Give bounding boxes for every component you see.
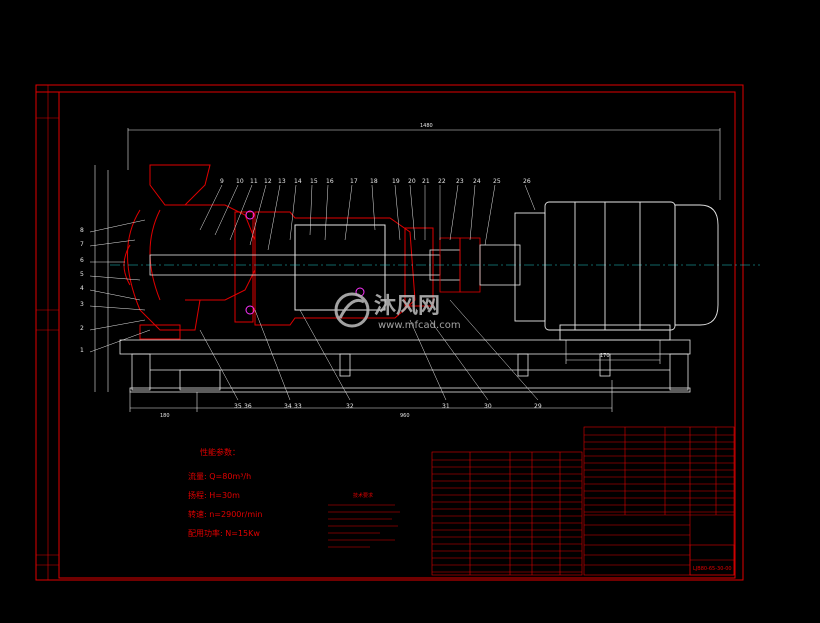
callout-number: 11	[250, 178, 258, 185]
callout-number: 1	[80, 347, 84, 354]
callout-number: 36	[244, 403, 252, 410]
callout-number: 31	[442, 403, 450, 410]
watermark-url: www.mfcad.com	[378, 320, 461, 331]
bearing-housing	[234, 211, 434, 326]
callout-number: 16	[326, 178, 334, 185]
callout-number: 8	[80, 227, 84, 234]
callout-number: 20	[408, 178, 416, 185]
leader-lines	[89, 184, 539, 401]
callout-number: 17	[350, 178, 358, 185]
callout-number: 34	[284, 403, 292, 410]
callout-number: 13	[278, 178, 286, 185]
callouts-left: 8 7 6 5 4 3 2 1	[80, 227, 84, 354]
watermark-brand: 沐风网	[374, 294, 440, 319]
callout-number: 24	[473, 178, 481, 185]
callout-number: 18	[370, 178, 378, 185]
callout-number: 9	[220, 178, 224, 185]
title-block	[583, 426, 735, 576]
callout-number: 30	[484, 403, 492, 410]
callout-number: 22	[438, 178, 446, 185]
callout-number: 21	[422, 178, 430, 185]
callouts-top: 9 10 11 12 13 14 15 16 17 18 19 20 21 22 23 24 25 26	[220, 178, 531, 185]
callout-number: 4	[80, 285, 84, 292]
drawing-frame	[35, 84, 744, 581]
dim-right: 170	[600, 353, 610, 359]
parts-list-table	[431, 451, 583, 576]
callout-number: 6	[80, 257, 84, 264]
callout-number: 33	[294, 403, 302, 410]
callout-number: 23	[456, 178, 464, 185]
callout-number: 5	[80, 271, 84, 278]
dim-bottom-mid: 960	[400, 413, 410, 419]
watermark: 沐风网 www.mfcad.com	[334, 292, 461, 331]
callout-number: 15	[310, 178, 318, 185]
technical-requirements: 技术要求	[328, 492, 400, 548]
param-head: 扬程: H=30m	[188, 490, 240, 500]
callout-number: 7	[80, 241, 84, 248]
callout-number: 29	[534, 403, 542, 410]
base-plate	[119, 339, 691, 393]
callout-number: 32	[346, 403, 354, 410]
callout-number: 14	[294, 178, 302, 185]
drawing-number: LJB80-65-30-00	[693, 566, 732, 572]
callout-number: 2	[80, 325, 84, 332]
dimension-lines	[94, 128, 721, 412]
param-power: 配用功率: N=15Kw	[188, 528, 260, 538]
callout-number: 19	[392, 178, 400, 185]
params-heading: 性能参数：	[200, 447, 240, 457]
param-flow: 流量: Q=80m³/h	[188, 471, 251, 481]
electric-motor	[514, 201, 719, 341]
callout-number: 3	[80, 301, 84, 308]
tech-requirements-title: 技术要求	[353, 492, 373, 499]
performance-parameters: 性能参数： 流量: Q=80m³/h 扬程: H=30m 转速: n=2900r…	[188, 447, 262, 538]
callout-number: 10	[236, 178, 244, 185]
callout-number: 12	[264, 178, 272, 185]
callout-number: 26	[523, 178, 531, 185]
callout-number: 35	[234, 403, 242, 410]
callout-number: 25	[493, 178, 501, 185]
watermark-logo-icon	[334, 292, 370, 328]
param-speed: 转速: n=2900r/min	[188, 509, 262, 519]
dim-overall-length: 1480	[420, 123, 433, 129]
dim-bottom-left: 180	[160, 413, 170, 419]
bolt-markers	[245, 210, 365, 315]
